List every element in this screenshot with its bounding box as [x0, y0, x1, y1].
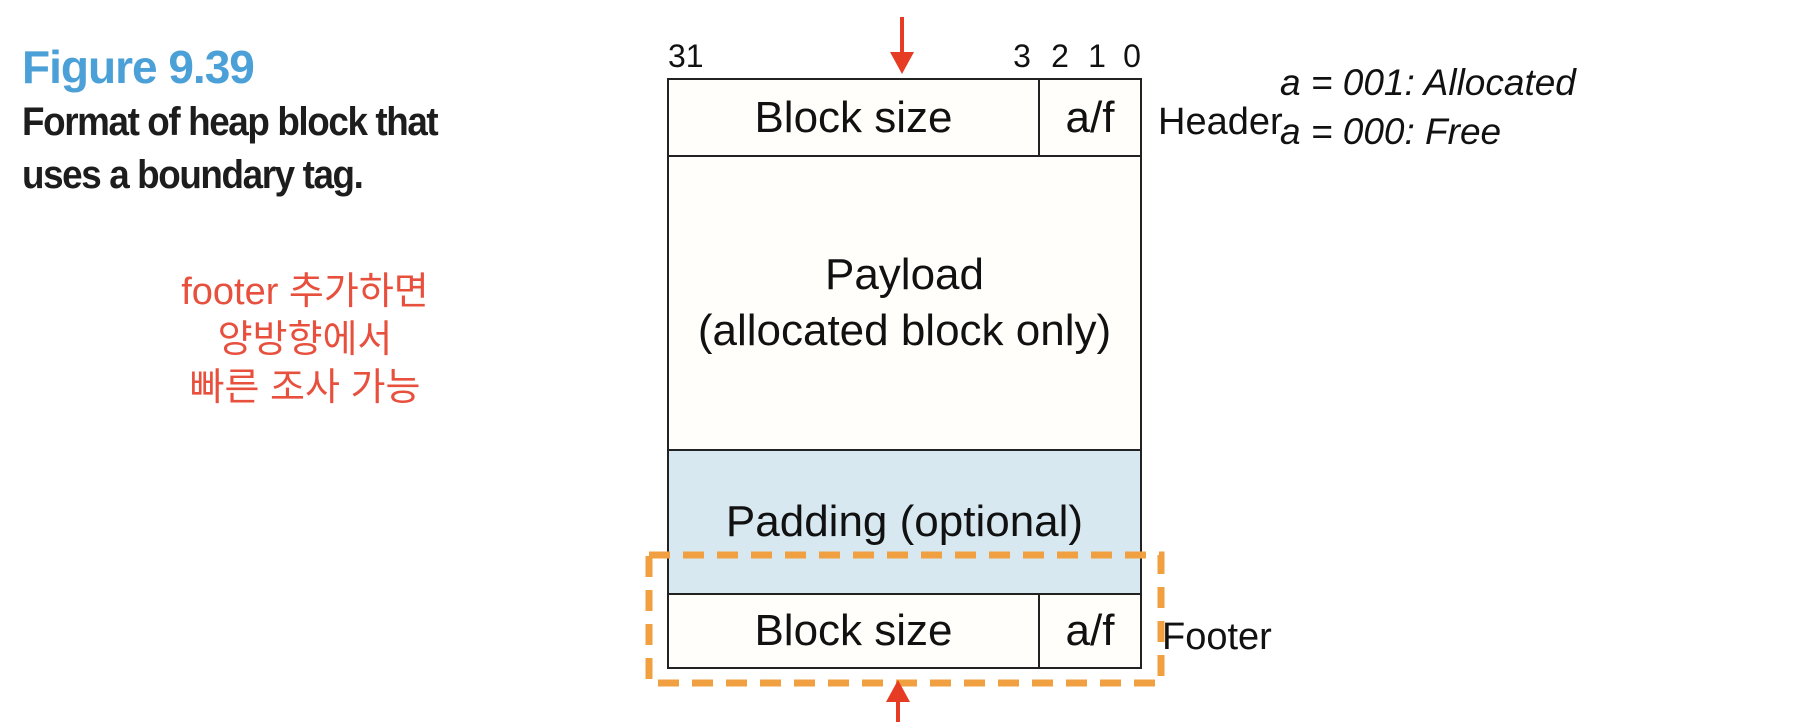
korean-annotation-line3: 빠른 조사 가능: [189, 367, 421, 409]
padding-label: Padding (optional): [725, 497, 1084, 546]
bit-label-3: 3: [1013, 38, 1031, 74]
header-side-label: Header: [1158, 101, 1283, 143]
footer-af-cell: a/f: [1038, 595, 1140, 667]
korean-annotation-line2: 양방향에서: [217, 319, 393, 361]
header-block-size-cell: Block size: [754, 92, 953, 142]
figure-caption: Format of heap block that uses a boundar…: [22, 96, 439, 202]
padding-row: Padding (optional): [669, 451, 1140, 595]
footer-side-label: Footer: [1162, 616, 1272, 658]
bottom-arrow-icon: [886, 680, 910, 722]
bit-label-2: 2: [1051, 38, 1069, 74]
korean-annotation-line1: footer 추가하면: [181, 271, 429, 313]
figure-caption-line2: uses a boundary tag.: [22, 153, 364, 197]
header-af-cell: a/f: [1038, 80, 1140, 155]
footer-block-size-cell: Block size: [754, 606, 953, 655]
boundary-tag-dashed-outline: [645, 551, 1165, 687]
payload-label-line1: Payload: [824, 250, 984, 299]
legend-allocated-line: a = 001: Allocated: [1280, 62, 1576, 103]
figure-caption-line1: Format of heap block that: [22, 100, 439, 144]
figure-number: Figure 9.39: [22, 41, 255, 93]
header-row: Block size a/f: [669, 80, 1140, 157]
bit-label-0: 0: [1123, 38, 1141, 74]
footer-row: Block size a/f: [669, 595, 1140, 667]
legend-free-line: a = 000: Free: [1280, 111, 1502, 152]
allocated-free-legend: a = 001: Allocated a = 000: Free: [1280, 58, 1576, 156]
bit-label-31: 31: [668, 38, 704, 74]
heap-block-diagram: Block size a/f Payload (allocated block …: [667, 78, 1142, 669]
bit-label-1: 1: [1088, 38, 1106, 74]
payload-label-line2: (allocated block only): [697, 306, 1112, 355]
korean-annotation: footer 추가하면 양방향에서 빠른 조사 가능: [65, 268, 545, 412]
top-arrow-icon: [890, 17, 914, 74]
payload-row: Payload (allocated block only): [669, 157, 1140, 451]
